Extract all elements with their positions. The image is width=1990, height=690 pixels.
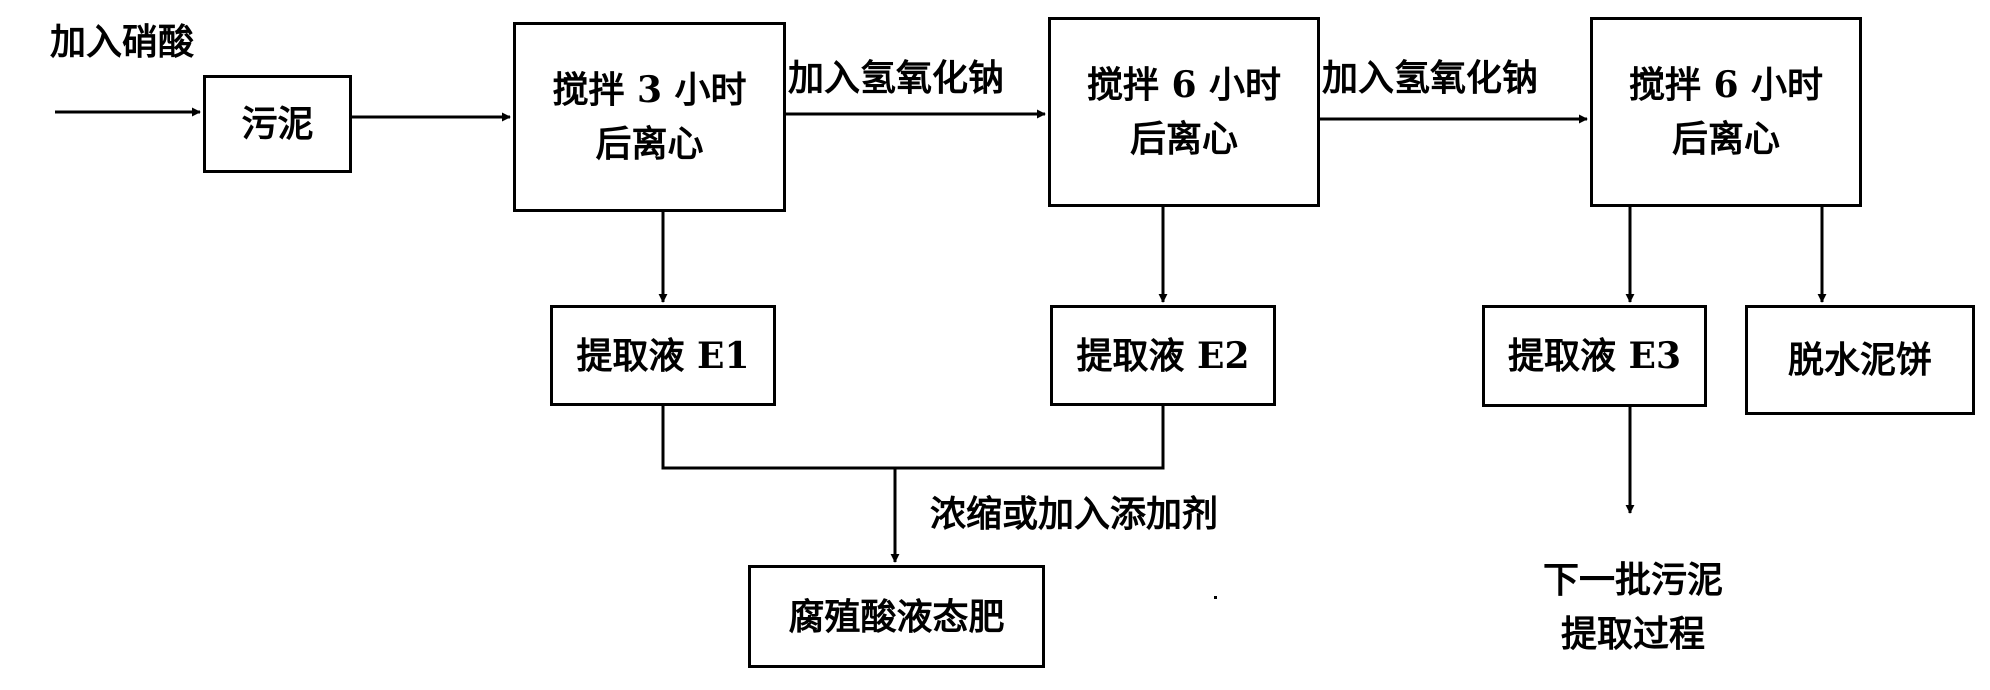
box-stir-6h-2: 搅拌 6 小时 后离心	[1590, 17, 1862, 207]
box-stir-6h-1: 搅拌 6 小时 后离心	[1048, 17, 1320, 207]
box-extract-e1: 提取液 E1	[550, 305, 776, 406]
box-humic-acid-fertilizer: 腐殖酸液态肥	[748, 565, 1045, 668]
merge-line-e1-e2	[661, 406, 1165, 470]
label-next-batch: 下一批污泥 提取过程	[1542, 559, 1723, 655]
box-dewatered-cake: 脱水泥饼	[1745, 305, 1975, 415]
label-add-naoh-2: 加入氢氧化钠	[1322, 57, 1539, 99]
box-sludge: 污泥	[203, 75, 352, 173]
box-extract-e3: 提取液 E3	[1482, 305, 1707, 407]
label-concentrate-or-additive: 浓缩或加入添加剂	[930, 493, 1219, 535]
box-stir-3h: 搅拌 3 小时 后离心	[513, 22, 786, 212]
label-add-naoh-1: 加入氢氧化钠	[788, 57, 1005, 99]
box-extract-e2: 提取液 E2	[1050, 305, 1276, 406]
stray-dot	[1214, 596, 1217, 599]
input-label-nitric-acid: 加入硝酸	[50, 21, 195, 63]
